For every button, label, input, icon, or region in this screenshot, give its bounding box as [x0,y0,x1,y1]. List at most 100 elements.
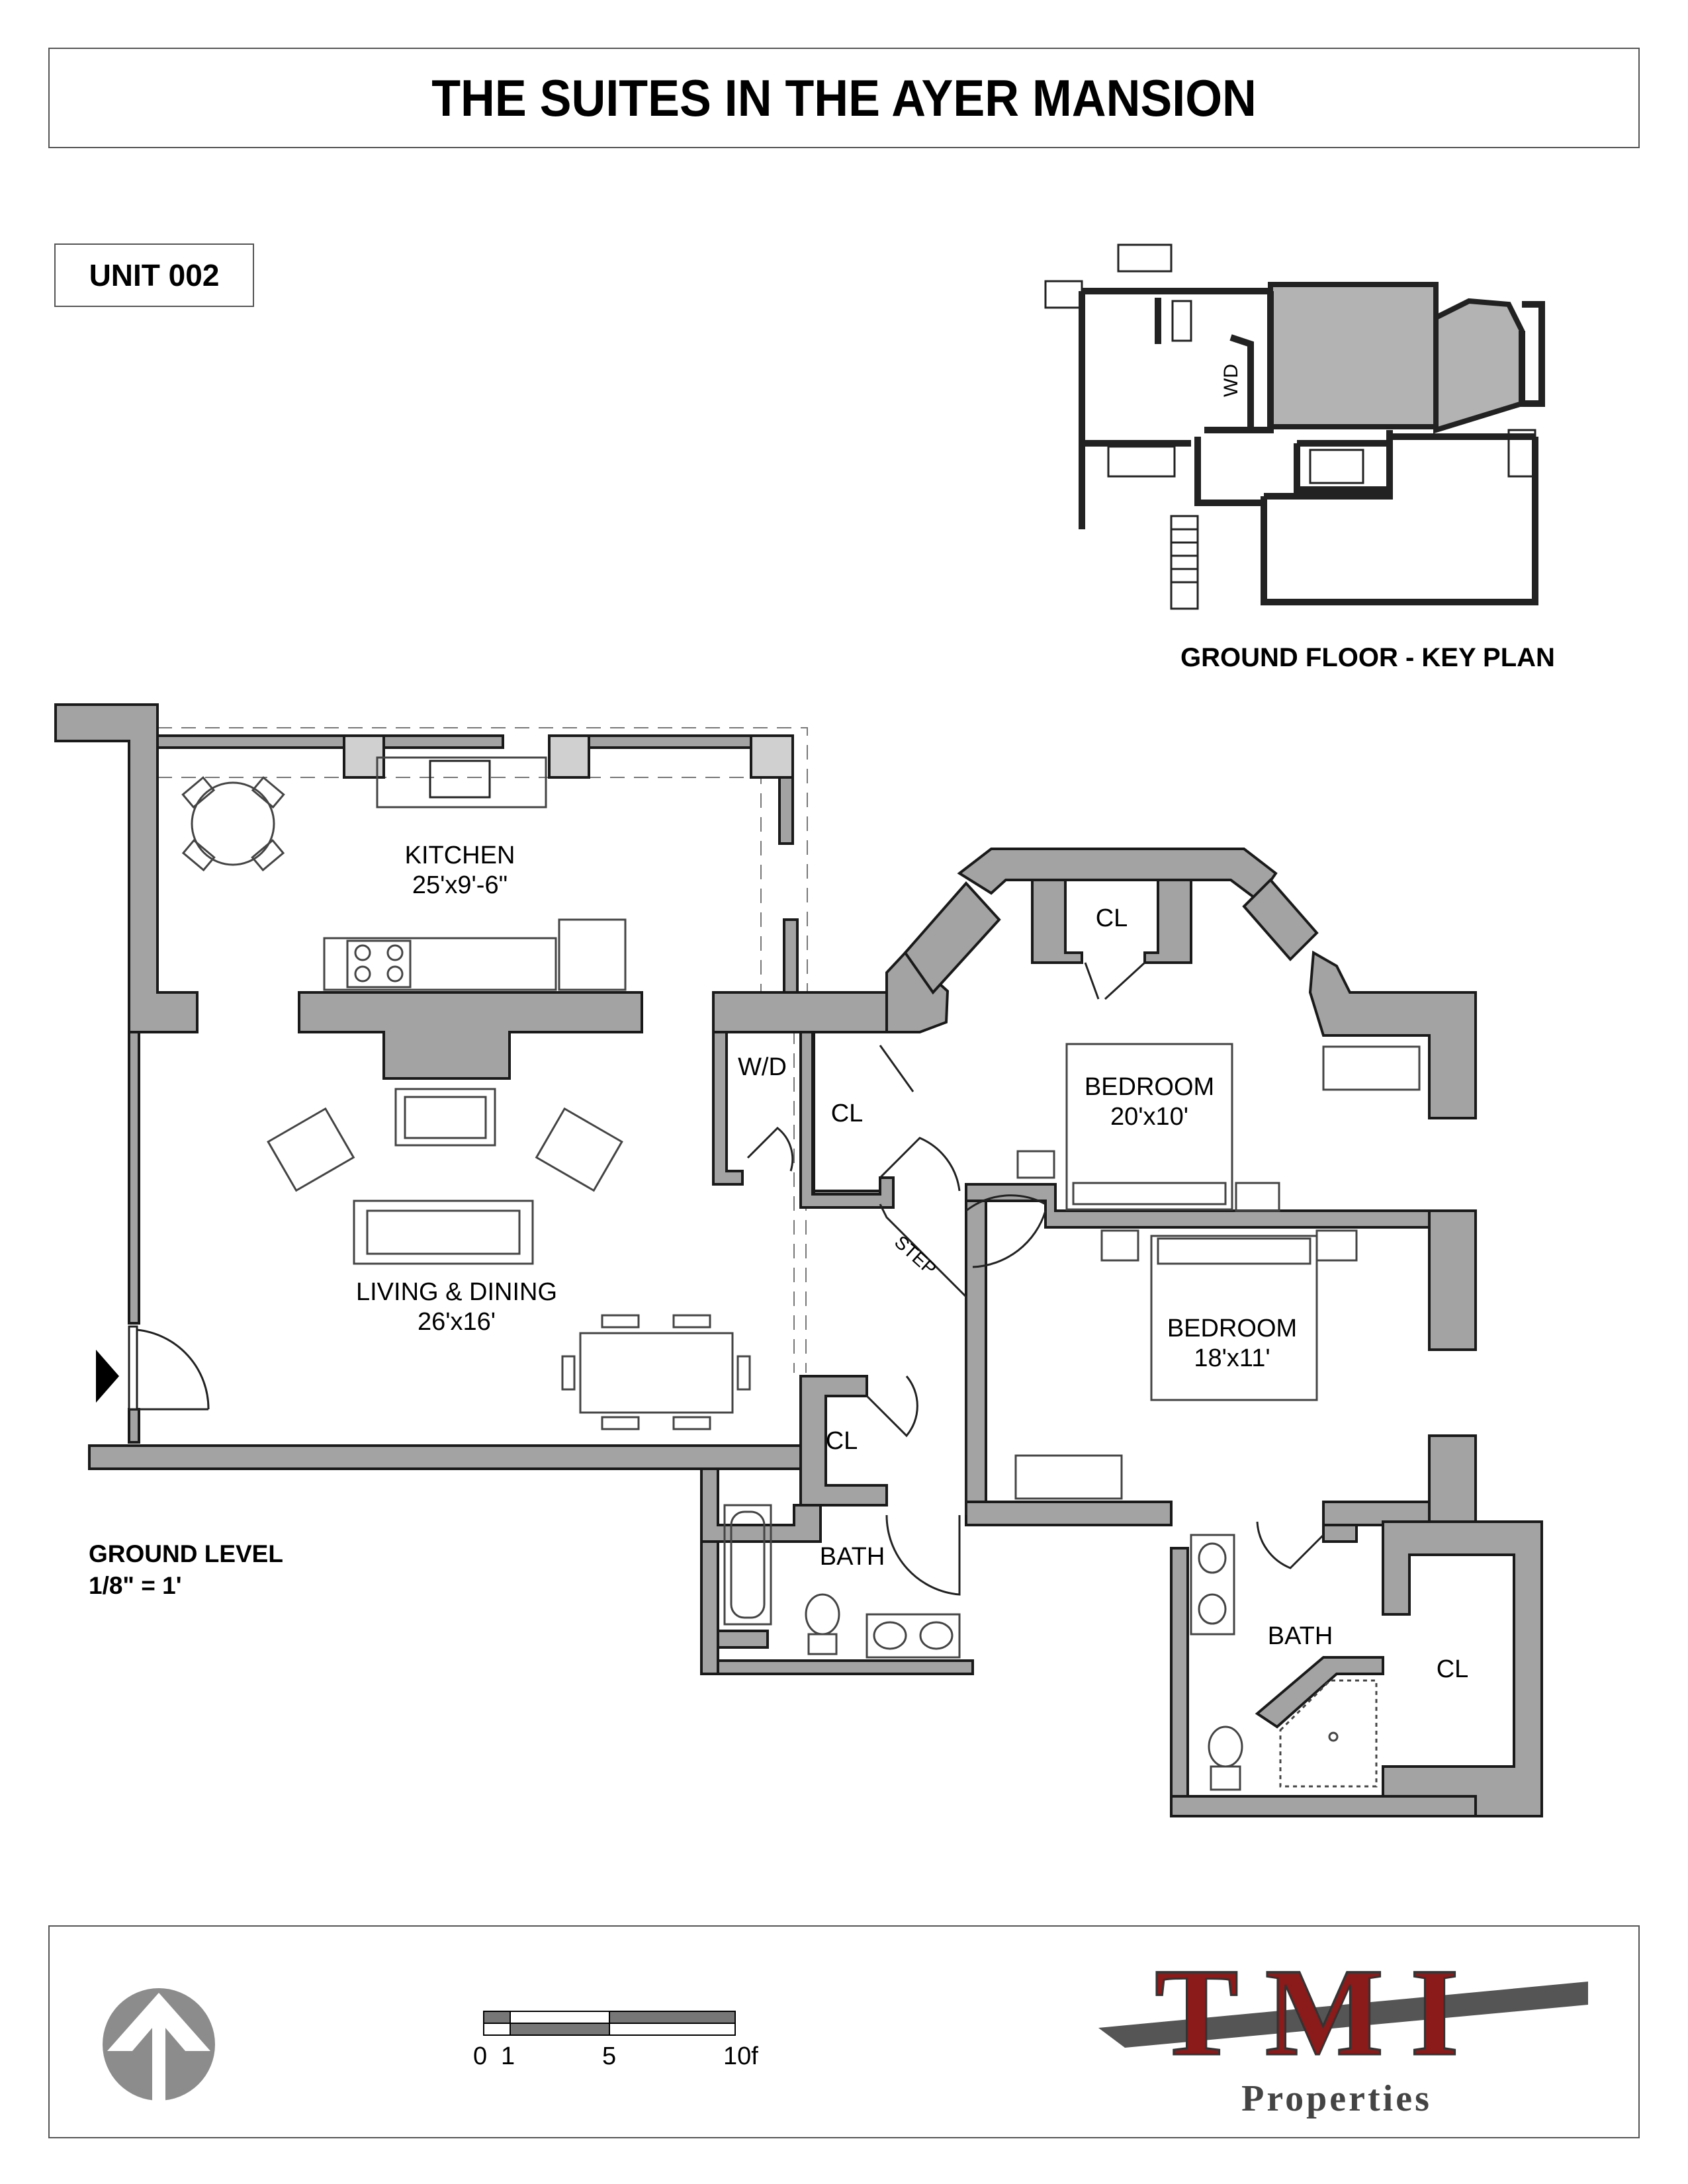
sink [873,1621,907,1650]
sink [1198,1593,1227,1625]
wall-interior [965,1501,1173,1526]
key-plan-stair [1170,515,1199,610]
scale-bar-label-5: 5 [602,2042,616,2070]
scale-bar-label-0: 0 [473,2042,487,2070]
bathtub [723,1504,772,1626]
wall-interior [700,1540,719,1675]
scale-note: GROUND LEVEL 1/8" = 1' [89,1538,283,1602]
key-plan-unit-highlight [1268,282,1439,429]
wall-exterior [156,734,345,749]
room-bedroom2-size: 18'x11' [1194,1344,1270,1372]
wall-exterior [957,848,1278,902]
shower [1279,1679,1378,1788]
door-swing [879,1045,961,1192]
dashed-outline [157,727,808,999]
company-logo: TMI Properties [1098,1943,1588,2119]
burner [354,944,371,961]
wall-exterior [88,1444,822,1470]
key-plan-wall [1294,440,1393,493]
logo-subword: Properties [1241,2078,1432,2119]
entry-door [128,1325,138,1411]
kitchen-sink [429,760,491,799]
key-plan-wall [1519,301,1545,407]
door-swing [1084,961,1146,1000]
toilet [1208,1725,1243,1768]
dining-chair [601,1416,640,1430]
wall-interior [965,1183,1431,1229]
wall-exterior [128,1031,140,1325]
wall-interior [965,1200,987,1516]
nightstand [1100,1229,1139,1262]
scale-bar: 0 1 5 10f [473,2011,758,2070]
dresser [1322,1045,1421,1091]
room-living-name: LIVING & DINING [356,1278,557,1306]
wall-exterior [54,703,199,1033]
key-plan-unit-highlight-2 [1433,298,1525,434]
entry-arrow-icon [96,1350,119,1403]
wall-exterior [588,734,752,749]
key-plan-caption: GROUND FLOOR - KEY PLAN [1180,643,1555,672]
key-plan-deck [1107,445,1176,478]
bed-footboard [1072,1182,1227,1205]
footer-box [48,1925,1640,2138]
burner [386,965,404,983]
kitchen-chair [251,776,285,809]
room-wd: W/D [738,1053,787,1081]
wall-interior [298,991,643,1080]
dining-chair [672,1416,711,1430]
scale-note-scale: 1/8" = 1' [89,1572,182,1599]
room-bedroom2-name: BEDROOM [1167,1315,1297,1342]
door-swing [1256,1521,1325,1569]
room-closet-mid: CL [826,1427,858,1455]
door-swing [972,1210,1047,1268]
logo-swoosh [1098,1982,1588,2048]
door-swing [885,1514,961,1596]
dresser [1014,1454,1123,1500]
kitchen-table [191,781,275,866]
sofa-cushion [366,1209,521,1255]
sink [919,1621,954,1650]
kitchen-range-counter [323,937,557,991]
wall-interior [1143,879,1192,964]
dining-chair [561,1355,576,1391]
nightstand [1235,1182,1280,1212]
wall-exterior [903,881,1001,995]
sink [1198,1542,1227,1574]
coffee-table-inner [404,1096,487,1139]
wall-interior [700,1467,822,1543]
kitchen-chair [181,839,216,872]
bed [1150,1235,1318,1401]
room-bedroom1-name: BEDROOM [1085,1073,1214,1101]
key-plan: WD [1044,243,1545,610]
key-plan-stair [1171,300,1192,342]
unit-badge: UNIT 002 [54,243,254,307]
door-swing [746,1126,794,1172]
armchair [267,1107,355,1192]
key-plan-wall [1229,334,1254,427]
refrigerator [558,918,627,991]
floor-plan: KITCHEN 25'x9'-6" LIVING & DINING 26'x16… [54,703,1543,1817]
burner [386,944,404,961]
wall-interior [1322,1524,1358,1543]
wall-exterior [1242,878,1319,961]
key-plan-stair [1309,449,1364,484]
wall-interior [1031,879,1083,964]
kitchen-counter [376,756,547,808]
wall-exterior [1382,1520,1543,1817]
wall-interior [799,1375,888,1507]
room-kitchen-name: KITCHEN [405,842,515,869]
kitchen-chair [251,839,285,872]
wall-exterior [1428,1209,1477,1351]
entry-door-swing [136,1329,210,1410]
wall-pillar [548,734,590,779]
dining-chair [601,1314,640,1329]
key-plan-wd-label: WD [1220,364,1242,397]
key-plan-porch [1044,280,1083,309]
room-bedroom1-size: 20'x10' [1110,1103,1188,1131]
room-living-size: 26'x16' [418,1308,496,1336]
wall-interior [717,1659,974,1675]
toilet-tank [1210,1765,1241,1791]
wall-exterior [783,918,799,994]
wall-pillar [750,734,794,779]
scale-note-level: GROUND LEVEL [89,1540,283,1567]
